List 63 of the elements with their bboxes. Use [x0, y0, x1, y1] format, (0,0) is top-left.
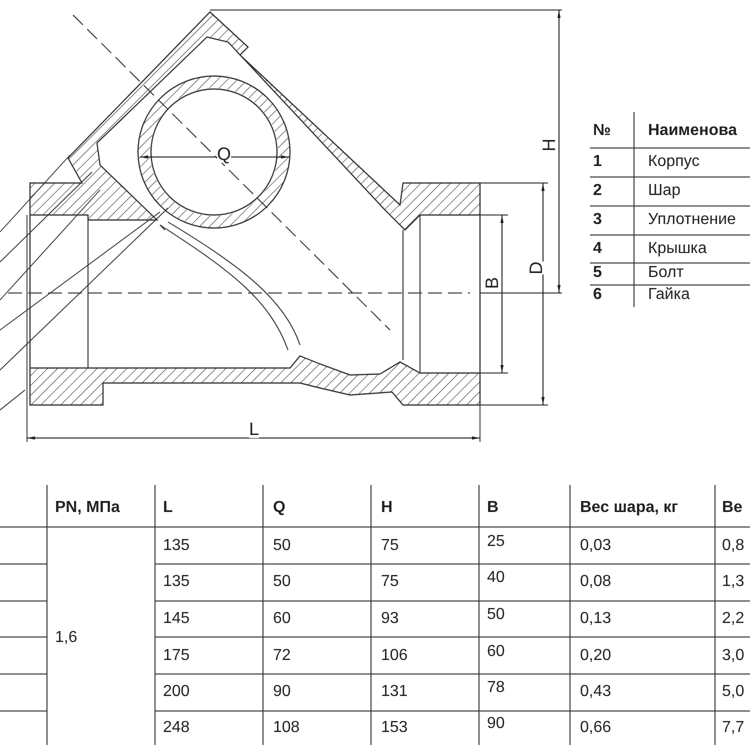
table-value: 2,2: [722, 611, 744, 627]
part-number: 2: [593, 183, 602, 199]
table-value: 60: [273, 611, 291, 627]
column-header: Ве: [722, 500, 742, 516]
table-value: 50: [273, 574, 291, 590]
table-value: 90: [273, 684, 291, 700]
column-header: Вес шара, кг: [580, 500, 678, 516]
table-value: 175: [163, 648, 190, 664]
part-number: 6: [593, 287, 602, 303]
table-value: 248: [163, 720, 190, 736]
table-value: 0,66: [580, 720, 612, 736]
part-number: 1: [593, 154, 602, 170]
part-number: 3: [593, 212, 602, 228]
part-name: Шар: [648, 183, 680, 199]
table-value: 145: [163, 611, 190, 627]
table-value: 153: [381, 720, 408, 736]
table-value: 108: [273, 720, 300, 736]
table-value: 200: [163, 684, 190, 700]
table-value: 60: [487, 644, 505, 660]
part-name: Крышка: [648, 241, 707, 257]
table-value: 0,43: [580, 684, 612, 700]
table-value: 106: [381, 648, 408, 664]
dimension-label: H: [540, 138, 558, 152]
table-value: 7,7: [722, 720, 744, 736]
table-value: 5,0: [722, 684, 744, 700]
table-value: 75: [381, 574, 399, 590]
table-value: 25: [487, 534, 505, 550]
table-value: 1,3: [722, 574, 744, 590]
table-value: 0,20: [580, 648, 612, 664]
column-header: Наименова: [648, 123, 737, 139]
table-value: 0,13: [580, 611, 612, 627]
part-name: Уплотнение: [648, 212, 736, 228]
table-value: 75: [381, 538, 399, 554]
dimension-label: D: [527, 262, 545, 274]
part-number: 4: [593, 241, 602, 257]
dimension-label: Q: [217, 145, 232, 163]
column-header: PN, МПа: [55, 500, 120, 516]
column-header: L: [163, 500, 173, 516]
table-value: 1,6: [55, 630, 78, 646]
column-header: Q: [273, 500, 286, 516]
part-name: Гайка: [648, 287, 690, 303]
table-value: 78: [487, 680, 505, 696]
table-value: 93: [381, 611, 399, 627]
part-number: 5: [593, 265, 602, 281]
part-name: Болт: [648, 265, 684, 281]
column-header: B: [487, 500, 499, 516]
part-name: Корпус: [648, 154, 700, 170]
table-value: 3,0: [722, 648, 744, 664]
dimension-label: L: [249, 420, 260, 438]
table-value: 0,8: [722, 538, 744, 554]
column-header: H: [381, 500, 393, 516]
table-value: 0,08: [580, 574, 612, 590]
table-value: 90: [487, 716, 505, 732]
table-value: 131: [381, 684, 408, 700]
table-value: 50: [487, 607, 505, 623]
column-header: №: [593, 123, 611, 139]
table-value: 135: [163, 574, 190, 590]
table-value: 0,03: [580, 538, 612, 554]
table-value: 40: [487, 570, 505, 586]
table-value: 50: [273, 538, 291, 554]
dimension-label: B: [483, 277, 501, 289]
table-value: 72: [273, 648, 291, 664]
table-value: 135: [163, 538, 190, 554]
